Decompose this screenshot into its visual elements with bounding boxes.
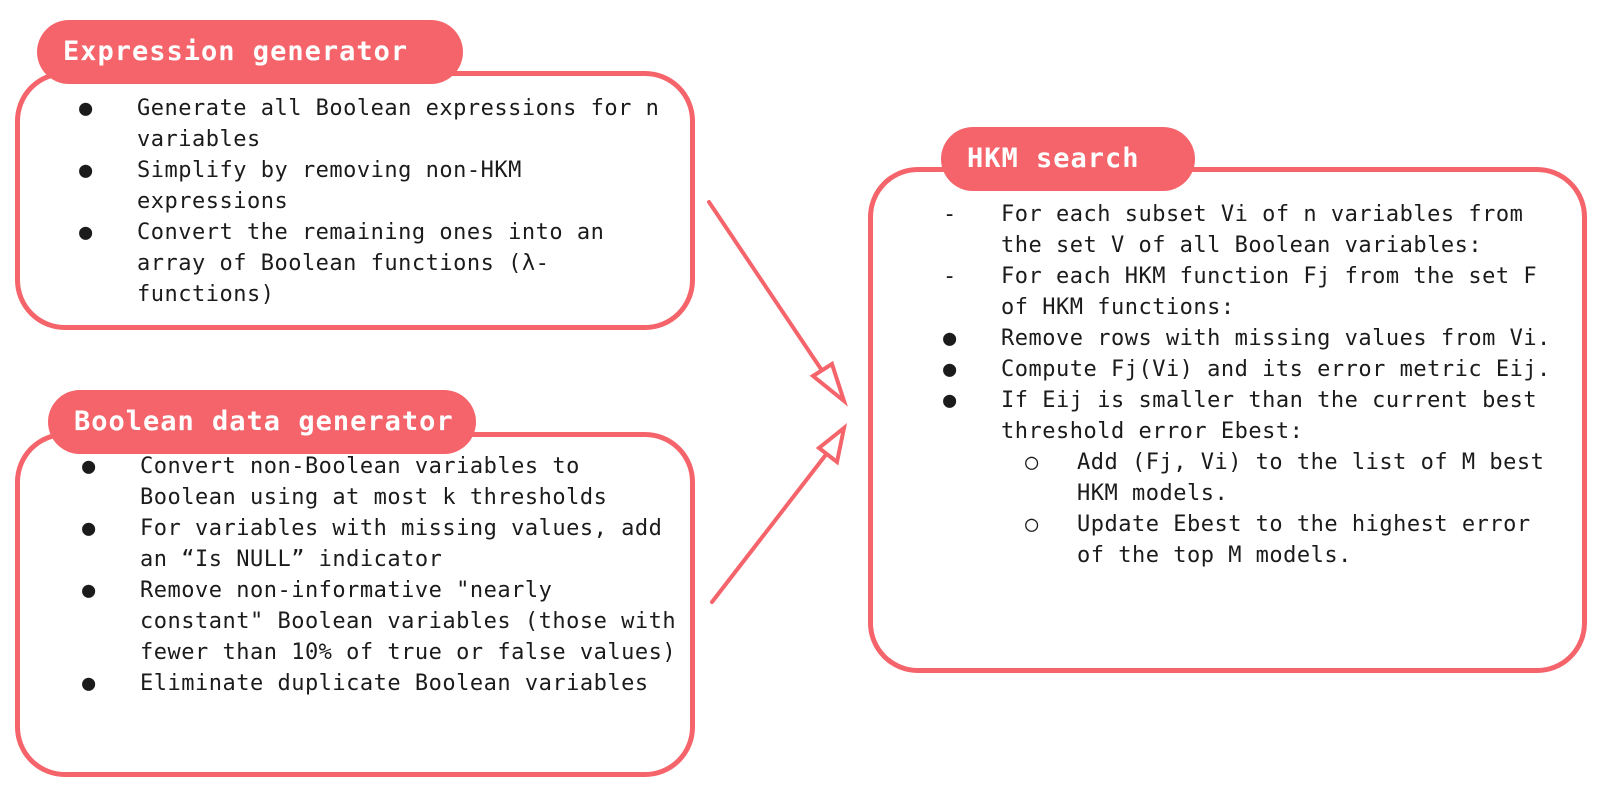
bullet-dash-icon: -	[943, 202, 957, 227]
list-item: - For each HKM function Fj from the set …	[943, 261, 1558, 323]
arrow-expression-to-search	[707, 200, 848, 407]
list-item: ● Convert the remaining ones into an arr…	[79, 217, 669, 310]
list-item: ● Convert non-Boolean variables to Boole…	[82, 451, 682, 513]
list-subitem-text: Update Ebest to the highest error of the…	[1077, 512, 1531, 568]
list-item-text: Convert the remaining ones into an array…	[137, 220, 605, 307]
list-item-text: For variables with missing values, add a…	[140, 516, 663, 572]
list-item-text: Generate all Boolean expressions for n v…	[137, 96, 660, 152]
list-item: - For each subset Vi of n variables from…	[943, 199, 1558, 261]
list-subitem: ○ Update Ebest to the highest error of t…	[943, 509, 1558, 571]
bullet-dot-icon: ●	[82, 454, 96, 479]
list-item-text: Convert non-Boolean variables to Boolean…	[140, 454, 608, 510]
bullet-dot-icon: ●	[79, 220, 93, 245]
expression-generator-title: Expression generator	[37, 20, 463, 84]
bullet-dot-icon: ●	[943, 388, 957, 413]
hkm-search-list: - For each subset Vi of n variables from…	[943, 199, 1558, 571]
hkm-search-box: - For each subset Vi of n variables from…	[868, 167, 1587, 673]
bullet-dot-icon: ●	[79, 96, 93, 121]
bullet-dot-icon: ●	[943, 357, 957, 382]
bullet-dot-icon: ●	[943, 326, 957, 351]
list-subitem: ○ Add (Fj, Vi) to the list of M best HKM…	[943, 447, 1558, 509]
expression-generator-box: ● Generate all Boolean expressions for n…	[15, 71, 695, 330]
bullet-dot-icon: ●	[79, 158, 93, 183]
list-item: ● Eliminate duplicate Boolean variables	[82, 668, 682, 699]
bullet-dot-icon: ●	[82, 516, 96, 541]
bullet-dash-icon: -	[943, 264, 957, 289]
boolean-data-generator-title: Boolean data generator	[48, 390, 476, 454]
list-item-text: Simplify by removing non-HKM expressions	[137, 158, 522, 214]
list-item-text: For each subset Vi of n variables from t…	[1001, 202, 1524, 258]
list-item: ● If Eij is smaller than the current bes…	[943, 385, 1558, 447]
hkm-search-title: HKM search	[941, 127, 1195, 191]
bullet-dot-icon: ●	[82, 671, 96, 696]
list-item: ● Remove non-informative "nearly constan…	[82, 575, 682, 668]
list-item-text: Compute Fj(Vi) and its error metric Eij.	[1001, 357, 1551, 382]
list-item-text: Eliminate duplicate Boolean variables	[140, 671, 649, 696]
list-item-text: If Eij is smaller than the current best …	[1001, 388, 1538, 444]
list-item: ● Simplify by removing non-HKM expressio…	[79, 155, 669, 217]
list-item-text: Remove rows with missing values from Vi.	[1001, 326, 1551, 351]
bullet-circle-icon: ○	[1025, 512, 1039, 537]
list-subitem-text: Add (Fj, Vi) to the list of M best HKM m…	[1077, 450, 1545, 506]
list-item: ● Remove rows with missing values from V…	[943, 323, 1558, 354]
list-item: ● For variables with missing values, add…	[82, 513, 682, 575]
expression-generator-list: ● Generate all Boolean expressions for n…	[79, 93, 669, 310]
boolean-data-generator-list: ● Convert non-Boolean variables to Boole…	[82, 451, 682, 699]
list-item-text: Remove non-informative "nearly constant"…	[140, 578, 677, 665]
bullet-circle-icon: ○	[1025, 450, 1039, 475]
list-item: ● Generate all Boolean expressions for n…	[79, 93, 669, 155]
boolean-data-generator-box: ● Convert non-Boolean variables to Boole…	[15, 432, 695, 777]
list-item: ● Compute Fj(Vi) and its error metric Ei…	[943, 354, 1558, 385]
arrow-data-to-search	[710, 422, 848, 604]
bullet-dot-icon: ●	[82, 578, 96, 603]
list-item-text: For each HKM function Fj from the set F …	[1001, 264, 1538, 320]
